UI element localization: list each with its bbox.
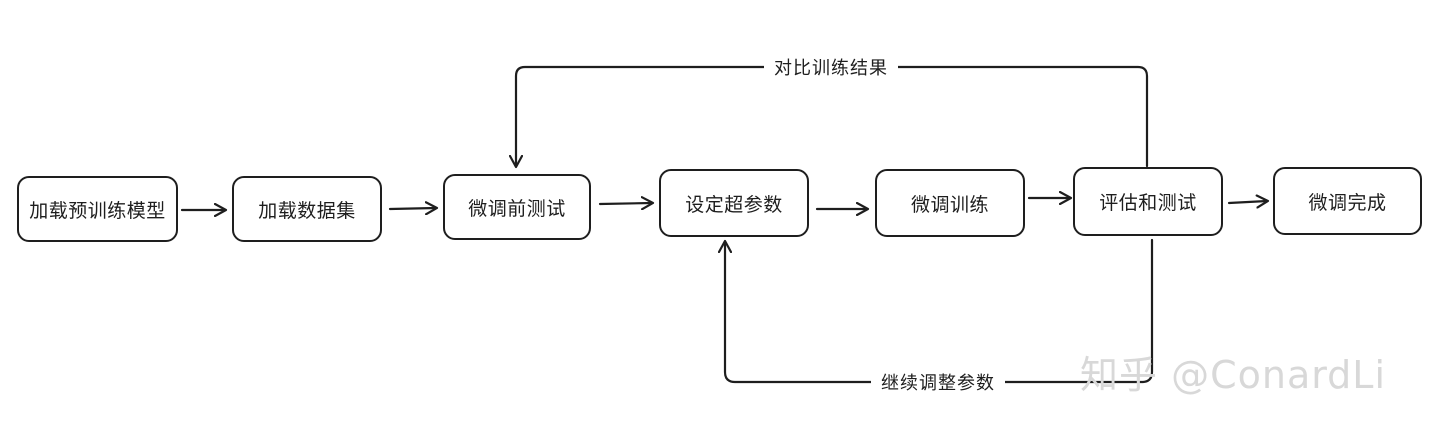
node-finetune-done: 微调完成 [1273,167,1422,235]
watermark-text: 知乎 @ConardLi [1080,353,1387,397]
arrow-pre-test-to-set-hparams [598,203,652,204]
arrow-load-dataset-to-pre-test [388,208,436,209]
arrow-eval-test-to-finetune-done [1227,201,1267,203]
edge-label-adjust-params: 继续调整参数 [871,369,1005,395]
node-pre-test: 微调前测试 [443,174,591,240]
node-set-hparams: 设定超参数 [659,169,809,237]
edge-label-compare-results: 对比训练结果 [764,54,898,80]
node-eval-test: 评估和测试 [1073,167,1223,236]
arrow-loop-compare-results [516,65,1149,166]
node-load-model: 加载预训练模型 [17,176,178,242]
node-load-dataset: 加载数据集 [232,176,382,242]
node-finetune-train: 微调训练 [875,169,1025,237]
